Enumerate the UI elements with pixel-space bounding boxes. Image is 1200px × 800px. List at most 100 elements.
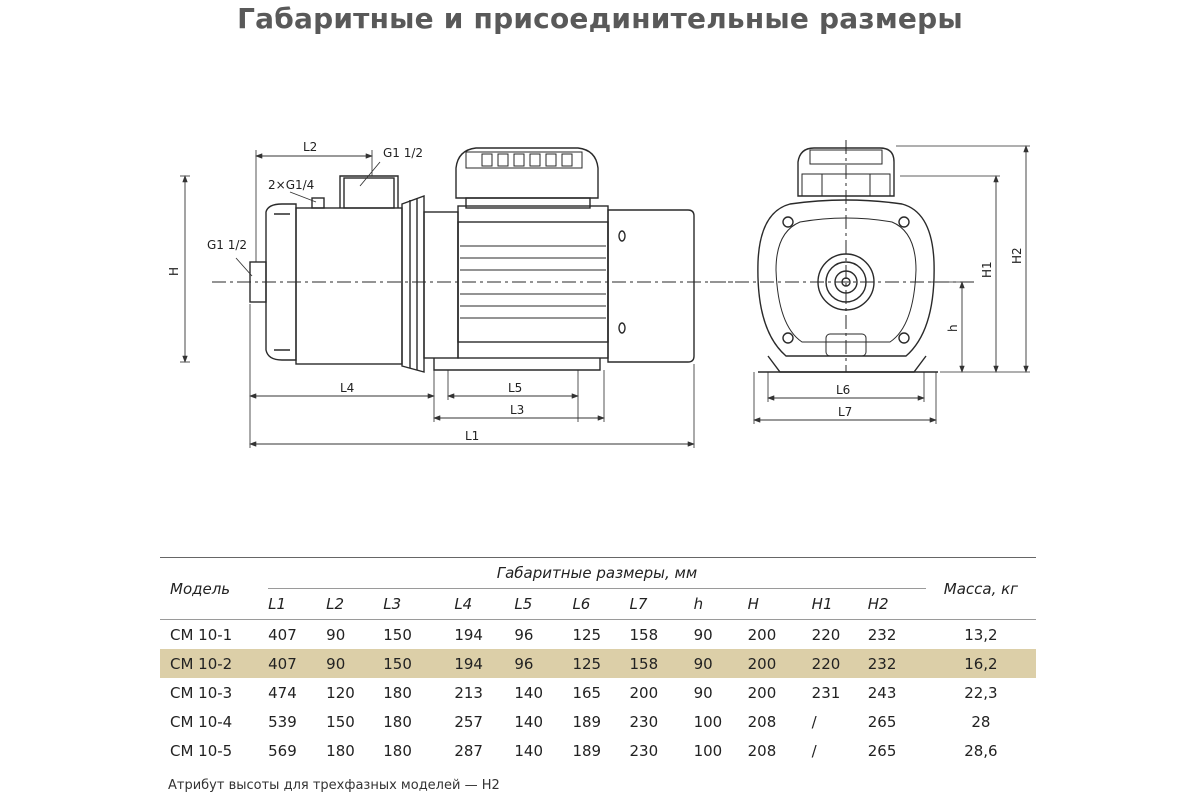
motor-fins [460, 245, 606, 319]
value-cell: 125 [572, 649, 630, 678]
side-dimensions [182, 153, 695, 447]
value-cell: 125 [572, 625, 602, 644]
value-cell: 140 [514, 683, 544, 702]
label-l4: L4 [340, 381, 354, 395]
label-h-small: h [946, 324, 960, 332]
value-cell: 200 [747, 625, 777, 644]
mass-cell: 22,3 [964, 683, 998, 702]
footnote: Атрибут высоты для трехфазных моделей — … [168, 778, 500, 793]
front-view [710, 140, 1030, 424]
value-cell: 265 [867, 712, 897, 731]
value-cell: 158 [629, 649, 694, 678]
value-cell: 230 [629, 741, 659, 760]
value-cell: / [811, 741, 817, 760]
label-h2: H2 [1010, 247, 1024, 264]
value-cell: 257 [454, 712, 483, 731]
value-cell: 220 [811, 649, 868, 678]
column-header-h1: H1 [811, 588, 868, 620]
value-cell: 96 [514, 625, 534, 644]
column-header-l5: L5 [514, 588, 573, 620]
value-cell: 569 [268, 741, 297, 760]
column-header-l3: L3 [383, 588, 455, 620]
label-l6: L6 [836, 383, 850, 397]
value-cell: / [811, 712, 817, 731]
column-header-h: H [747, 588, 812, 620]
label-l3: L3 [510, 403, 524, 417]
model-header: Модель [160, 557, 269, 620]
front-dimensions [753, 145, 1029, 423]
value-cell: 189 [572, 712, 602, 731]
value-cell: 194 [454, 649, 515, 678]
value-cell: 194 [454, 625, 483, 644]
dimensions-table: Модель Габаритные размеры, мм Масса, кг … [160, 557, 1036, 765]
column-header-l6: L6 [572, 588, 630, 620]
value-cell: 90 [693, 649, 748, 678]
value-cell: 90 [326, 649, 384, 678]
label-l5: L5 [508, 381, 522, 395]
value-cell: 208 [747, 741, 777, 760]
side-view [180, 147, 735, 448]
value-cell: 232 [867, 649, 926, 678]
pump-dimension-drawing: L2 G1 1/2 2×G1/4 G1 1/2 H L4 L5 L3 L1 [167, 140, 1030, 448]
mass-cell: 13,2 [964, 625, 998, 644]
value-cell: 150 [383, 649, 455, 678]
value-cell: 243 [867, 683, 897, 702]
column-header-l1: L1 [268, 588, 327, 620]
value-cell: 208 [747, 712, 777, 731]
value-cell: 265 [867, 741, 897, 760]
mass-cell: 28,6 [964, 741, 998, 760]
value-cell: 180 [383, 683, 412, 702]
label-h-big: H [167, 267, 181, 276]
model-cell: CM 10-5 [170, 741, 233, 760]
value-cell: 200 [629, 683, 659, 702]
value-cell: 96 [514, 649, 573, 678]
value-cell: 100 [693, 712, 723, 731]
value-cell: 100 [693, 741, 723, 760]
label-outlet-thread: G1 1/2 [383, 146, 423, 160]
page-title: Габаритные и присоединительные размеры [237, 2, 963, 35]
label-l1: L1 [465, 429, 479, 443]
value-cell: 180 [326, 741, 355, 760]
value-cell: 407 [268, 649, 327, 678]
column-header-h2: H2 [867, 588, 926, 620]
value-cell: 90 [326, 625, 346, 644]
label-l2: L2 [303, 140, 317, 154]
value-cell: 140 [514, 741, 544, 760]
dimensions-group-header: Габаритные размеры, мм [268, 557, 926, 589]
value-cell: 180 [383, 712, 412, 731]
column-header-l2: L2 [326, 588, 384, 620]
mass-cell: 16,2 [925, 649, 1036, 678]
label-l7: L7 [838, 405, 852, 419]
value-cell: 165 [572, 683, 602, 702]
value-cell: 200 [747, 649, 812, 678]
value-cell: 230 [629, 712, 659, 731]
value-cell: 189 [572, 741, 602, 760]
mass-cell: 28 [971, 712, 991, 731]
label-plug-thread: 2×G1/4 [268, 178, 314, 192]
model-cell: CM 10-2 [160, 649, 269, 678]
value-cell: 200 [747, 683, 777, 702]
column-header-l7: L7 [629, 588, 694, 620]
value-cell: 150 [383, 625, 412, 644]
model-cell: CM 10-1 [170, 625, 233, 644]
value-cell: 158 [629, 625, 659, 644]
value-cell: 213 [454, 683, 483, 702]
value-cell: 232 [867, 625, 897, 644]
value-cell: 150 [326, 712, 355, 731]
column-header-h: h [693, 588, 748, 620]
value-cell: 539 [268, 712, 297, 731]
model-cell: CM 10-3 [170, 683, 233, 702]
value-cell: 287 [454, 741, 483, 760]
label-inlet-thread: G1 1/2 [207, 238, 247, 252]
model-cell: CM 10-4 [170, 712, 233, 731]
column-header-l4: L4 [454, 588, 515, 620]
label-h1: H1 [980, 261, 994, 278]
value-cell: 220 [811, 625, 841, 644]
value-cell: 407 [268, 625, 297, 644]
